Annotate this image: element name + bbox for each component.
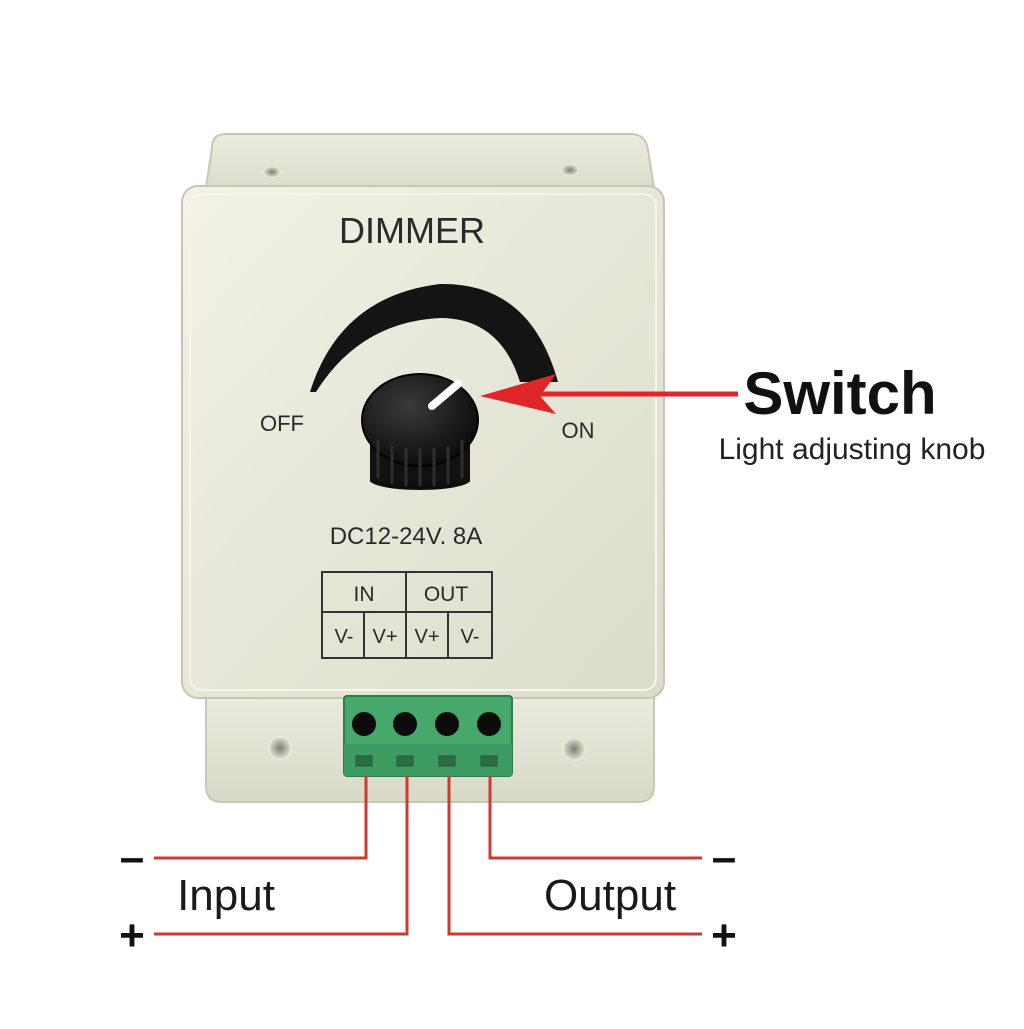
output-plus-sign: + — [711, 911, 737, 960]
out-header: OUT — [424, 583, 469, 606]
terminal-label-table — [321, 571, 493, 659]
bottom-left-screw-hole — [268, 736, 292, 760]
terminal-block — [343, 695, 513, 777]
output-label: Output — [544, 871, 676, 920]
pin-label-1: V- — [335, 626, 354, 648]
callout-subtitle: Light adjusting knob — [719, 433, 986, 466]
top-right-screw-hole — [561, 164, 579, 176]
input-plus-wire — [154, 776, 409, 936]
case-bevel — [189, 193, 657, 691]
input-minus-sign: – — [120, 833, 144, 882]
pin-label-3: V+ — [414, 626, 439, 648]
on-label: ON — [562, 418, 595, 443]
pin-label-4: V- — [461, 626, 480, 648]
off-label: OFF — [260, 411, 304, 436]
input-label: Input — [177, 871, 275, 920]
output-plus-wire — [447, 776, 702, 936]
bottom-right-screw-hole — [562, 737, 586, 761]
knob-indicator — [428, 380, 462, 410]
rating-label: DC12-24V. 8A — [330, 523, 483, 550]
callout-arrow — [480, 374, 738, 414]
output-minus-sign: – — [712, 833, 736, 882]
top-mounting-flange — [202, 133, 658, 201]
top-left-screw-hole — [263, 166, 281, 178]
output-minus-wire — [488, 776, 702, 860]
pin-label-2: V+ — [372, 626, 397, 648]
input-minus-wire — [154, 776, 368, 860]
device-title: DIMMER — [339, 210, 485, 251]
wires — [154, 776, 702, 936]
input-plus-sign: + — [119, 911, 145, 960]
dimmer-knob[interactable] — [361, 373, 479, 490]
in-header: IN — [354, 583, 375, 606]
brightness-arc — [310, 283, 558, 392]
callout-title: Switch — [743, 360, 936, 427]
